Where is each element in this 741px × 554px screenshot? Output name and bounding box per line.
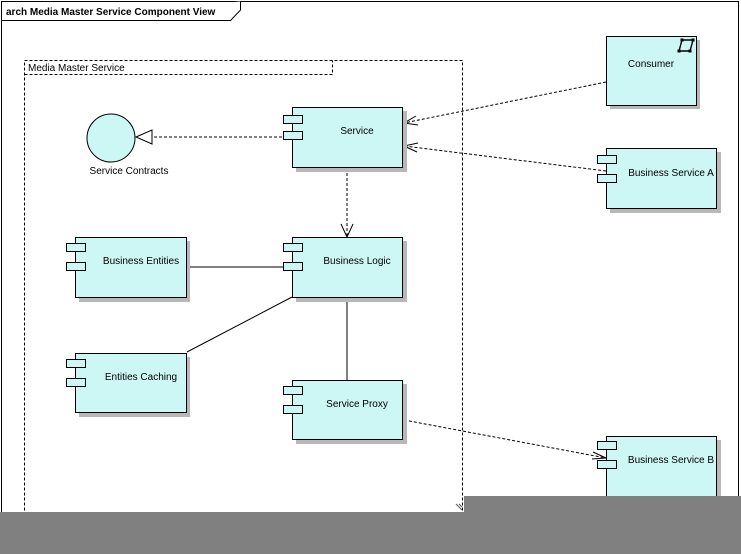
component-port-icon [283, 243, 303, 252]
actor-icon [677, 38, 695, 53]
component-port-icon [283, 405, 303, 414]
component-port-icon [66, 262, 86, 271]
component-port-icon [597, 460, 617, 469]
component-service-label: Service [340, 126, 374, 137]
component-port-icon [283, 115, 303, 124]
component-business-service-a-label: Business Service A [628, 168, 714, 179]
actor-consumer[interactable]: Consumer [606, 36, 701, 110]
component-business-entities[interactable]: Business Entities [66, 237, 191, 303]
dependency-consumer-service[interactable] [402, 81, 607, 126]
component-port-icon [283, 131, 303, 140]
component-port-icon [283, 262, 303, 271]
component-service[interactable]: Service [283, 107, 408, 173]
bottom-bar [0, 512, 741, 554]
realization-connector[interactable] [134, 129, 292, 145]
resize-grip-icon[interactable] [455, 503, 463, 511]
frame-title-tab [1, 1, 241, 21]
component-port-icon [66, 243, 86, 252]
component-entities-caching[interactable]: Entities Caching [66, 353, 191, 418]
component-service-proxy[interactable]: Service Proxy [283, 380, 408, 445]
component-port-icon [597, 441, 617, 450]
package-label: Media Master Service [28, 63, 125, 74]
component-business-service-b-label: Business Service B [628, 455, 714, 466]
component-business-logic[interactable]: Business Logic [283, 237, 408, 303]
package-tab [24, 60, 333, 75]
component-port-icon [66, 378, 86, 387]
component-port-icon [597, 174, 617, 183]
component-entities-caching-label: Entities Caching [105, 372, 177, 383]
bottom-bar-step [464, 496, 741, 512]
component-business-entities-label: Business Entities [103, 256, 179, 267]
dependency-service-logic[interactable] [340, 168, 354, 239]
service-contracts-label: Service Contracts [90, 166, 169, 177]
component-business-service-a[interactable]: Business Service A [597, 148, 722, 214]
dependency-proxy-bsb[interactable] [403, 419, 607, 460]
component-service-proxy-label: Service Proxy [326, 399, 388, 410]
dependency-bsa-service[interactable] [402, 142, 607, 172]
service-contracts-interface[interactable] [86, 113, 136, 163]
component-port-icon [66, 359, 86, 368]
actor-consumer-label: Consumer [628, 59, 675, 70]
component-business-service-b[interactable]: Business Service B [597, 436, 722, 502]
component-business-logic-label: Business Logic [323, 256, 390, 267]
component-port-icon [283, 386, 303, 395]
component-port-icon [597, 155, 617, 164]
frame-title: arch Media Master Service Component View [6, 7, 216, 18]
association-caching-logic[interactable] [186, 296, 293, 353]
